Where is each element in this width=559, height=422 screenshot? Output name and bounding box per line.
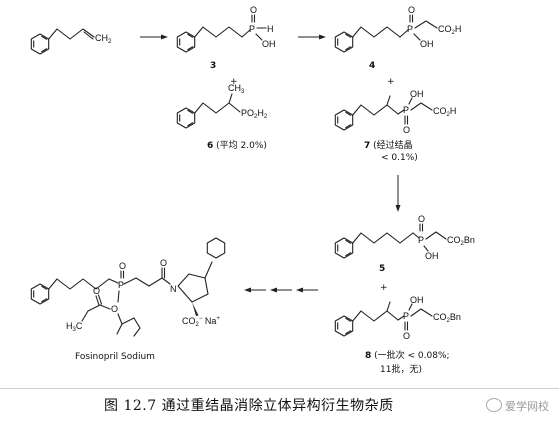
arrow-down-to-5	[395, 175, 401, 212]
svg-text:O: O	[111, 304, 118, 314]
svg-text:8 (一批次 < 0.08%;: 8 (一批次 < 0.08%;	[365, 349, 450, 361]
svg-text:O: O	[403, 331, 410, 341]
svg-text:H: H	[267, 24, 274, 34]
watermark: 爱学网校	[486, 398, 549, 414]
svg-text:P: P	[249, 24, 255, 34]
svg-text:O: O	[93, 286, 100, 296]
svg-text:P: P	[418, 235, 424, 245]
compound-8: P OH CO2Bn O 8 (一批次 < 0.08%; 11批，无)	[334, 295, 461, 375]
svg-text:CO2Bn: CO2Bn	[447, 235, 475, 247]
svg-text:P: P	[403, 105, 409, 115]
svg-text:11批，无): 11批，无)	[380, 363, 422, 375]
svg-text:O: O	[418, 214, 425, 224]
compound-4: P O OH CO2H 4	[334, 5, 461, 71]
svg-text:OH: OH	[262, 39, 276, 49]
svg-text:O: O	[160, 258, 167, 268]
svg-text:PO2H2: PO2H2	[241, 108, 268, 120]
arrows-to-fosinopril	[244, 287, 318, 293]
svg-text:N: N	[170, 284, 177, 294]
svg-text:Fosinopril Sodium: Fosinopril Sodium	[75, 352, 155, 362]
svg-text:CO2H: CO2H	[438, 24, 461, 36]
svg-text:7 (经过结晶: 7 (经过结晶	[364, 139, 413, 151]
compound-start: CH2	[30, 28, 112, 55]
svg-text:4: 4	[369, 61, 375, 71]
arrow-start-to-3	[140, 34, 168, 40]
svg-text:CH2: CH2	[95, 33, 112, 45]
figure-caption: 图 12.7 通过重结晶消除立体异构衍生物杂质	[104, 398, 394, 414]
plus-sign-4-7: +	[387, 77, 395, 87]
arrow-3-to-4	[298, 34, 326, 40]
svg-text:O: O	[403, 125, 410, 135]
plus-sign-5-8: +	[380, 283, 388, 293]
svg-text:6 (平均 2.0%): 6 (平均 2.0%)	[207, 139, 267, 151]
compound-5: P O OH CO2Bn 5	[334, 214, 475, 274]
svg-text:5: 5	[379, 264, 385, 274]
svg-text:OH: OH	[425, 251, 439, 261]
svg-text:OH: OH	[410, 89, 424, 99]
svg-text:CO2H: CO2H	[433, 106, 456, 118]
svg-text:H3C: H3C	[66, 321, 83, 333]
svg-text:P: P	[407, 24, 413, 34]
svg-text:3: 3	[210, 61, 216, 71]
svg-text:OH: OH	[420, 39, 434, 49]
svg-text:CO2− Na+: CO2− Na+	[182, 316, 220, 328]
watermark-text: 爱学网校	[505, 400, 549, 413]
svg-text:< 0.1%): < 0.1%)	[381, 153, 418, 163]
compound-fosinopril-sodium: P O O N CO2− Na+ O O H3C Fosinopril Sodi…	[30, 237, 226, 362]
svg-text:O: O	[408, 5, 415, 15]
wechat-icon	[486, 398, 502, 412]
svg-text:O: O	[119, 261, 126, 271]
svg-text:O: O	[250, 5, 257, 15]
compound-7: P OH CO2H O 7 (经过结晶 < 0.1%)	[334, 89, 456, 163]
svg-text:OH: OH	[410, 295, 424, 305]
plus-sign-3-6: +	[230, 77, 238, 87]
svg-text:CH3: CH3	[228, 83, 245, 95]
compound-3: P H O OH 3	[176, 5, 276, 71]
svg-text:CO2Bn: CO2Bn	[433, 312, 461, 324]
svg-text:P: P	[403, 311, 409, 321]
figure-caption-bar: 图 12.7 通过重结晶消除立体异构衍生物杂质 爱学网校	[0, 388, 559, 422]
reaction-scheme: CH2 P H O OH 3 P O OH CO2H 4	[30, 5, 475, 375]
svg-text:P: P	[118, 280, 124, 290]
compound-6: CH3 PO2H2 6 (平均 2.0%)	[176, 83, 268, 151]
